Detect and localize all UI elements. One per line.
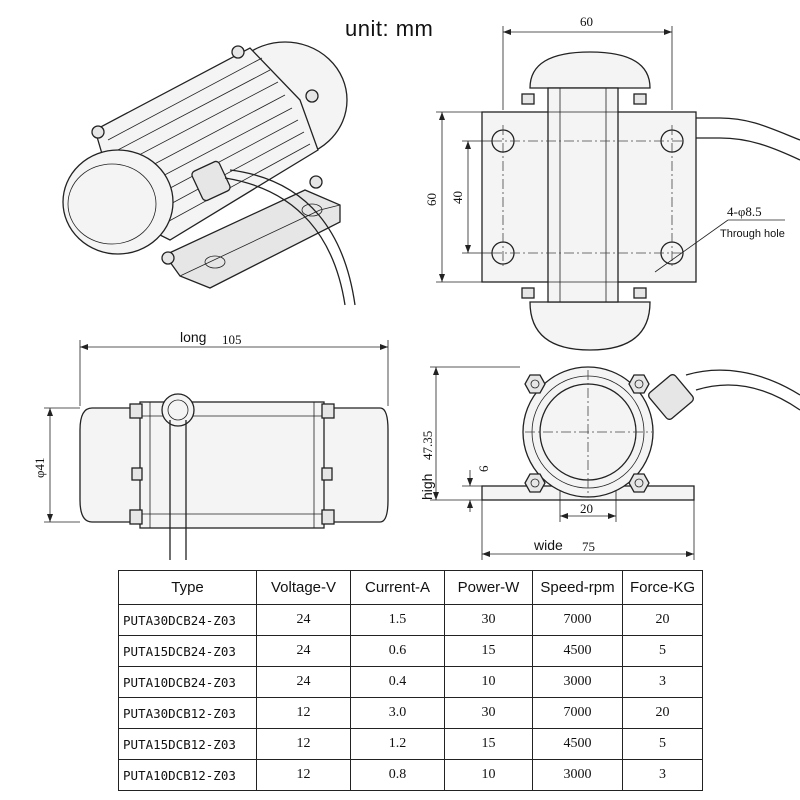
end-base-dim: 6 [476,465,491,472]
table-row: PUTA15DCB24-Z03 24 0.6 15 4500 5 [118,635,703,667]
end-slot-dim: 20 [580,501,593,516]
hole-note: 4-φ8.5 [727,204,762,219]
spec-table: Type Voltage-V Current-A Power-W Speed-r… [118,570,703,791]
table-row: PUTA15DCB12-Z03 12 1.2 15 4500 5 [118,728,703,760]
table-header-row: Type Voltage-V Current-A Power-W Speed-r… [118,570,703,605]
unit-label: unit: mm [345,16,433,41]
top-width-dim: 60 [580,14,593,29]
header-power: Power-W [444,570,533,605]
table-row: PUTA10DCB12-Z03 12 0.8 10 3000 3 [118,759,703,791]
end-view: high 47.35 6 20 wide 75 [419,366,800,560]
end-width-dim: 75 [582,539,595,554]
cell-voltage: 24 [256,666,351,698]
cell-speed: 7000 [532,697,623,729]
table-row: PUTA10DCB24-Z03 24 0.4 10 3000 3 [118,666,703,698]
cell-voltage: 12 [256,697,351,729]
cell-force: 20 [622,697,703,729]
header-force: Force-KG [622,570,703,605]
cell-force: 5 [622,728,703,760]
cell-power: 30 [444,604,533,636]
cell-speed: 4500 [532,728,623,760]
cell-force: 3 [622,759,703,791]
cell-type: PUTA15DCB24-Z03 [118,635,257,667]
end-height-dim: 47.35 [420,431,435,460]
hole-note-sub: Through hole [720,228,785,240]
cell-type: PUTA10DCB12-Z03 [118,759,257,791]
side-length-label: long [180,329,206,345]
cell-current: 0.8 [350,759,445,791]
cell-power: 15 [444,635,533,667]
cell-power: 10 [444,759,533,791]
cell-type: PUTA30DCB12-Z03 [118,697,257,729]
header-speed: Speed-rpm [532,570,623,605]
isometric-motor-view [62,41,356,306]
cell-type: PUTA30DCB24-Z03 [118,604,257,636]
cell-voltage: 12 [256,728,351,760]
cell-power: 15 [444,728,533,760]
cell-force: 5 [622,635,703,667]
cell-current: 3.0 [350,697,445,729]
cell-speed: 4500 [532,635,623,667]
cell-speed: 3000 [532,759,623,791]
cell-current: 1.5 [350,604,445,636]
cell-speed: 7000 [532,604,623,636]
cell-type: PUTA10DCB24-Z03 [118,666,257,698]
cell-voltage: 24 [256,635,351,667]
top-height-dim: 60 [424,193,439,206]
cell-current: 0.4 [350,666,445,698]
side-diameter-dim: φ41 [32,457,47,478]
cell-current: 0.6 [350,635,445,667]
cell-force: 3 [622,666,703,698]
header-voltage: Voltage-V [256,570,351,605]
cell-voltage: 24 [256,604,351,636]
cell-type: PUTA15DCB12-Z03 [118,728,257,760]
top-hole-spacing-dim: 40 [450,191,465,204]
cell-speed: 3000 [532,666,623,698]
cell-voltage: 12 [256,759,351,791]
cell-current: 1.2 [350,728,445,760]
table-row: PUTA30DCB24-Z03 24 1.5 30 7000 20 [118,604,703,636]
cell-force: 20 [622,604,703,636]
header-current: Current-A [350,570,445,605]
side-length-dim: 105 [222,332,242,347]
end-height-label: high [419,474,435,500]
end-width-label: wide [533,537,563,553]
cell-power: 30 [444,697,533,729]
side-view: long 105 φ41 [32,329,389,560]
cell-power: 10 [444,666,533,698]
top-view: 60 60 40 4-φ8.5 Through hole [424,14,800,351]
header-type: Type [118,570,257,605]
table-row: PUTA30DCB12-Z03 12 3.0 30 7000 20 [118,697,703,729]
